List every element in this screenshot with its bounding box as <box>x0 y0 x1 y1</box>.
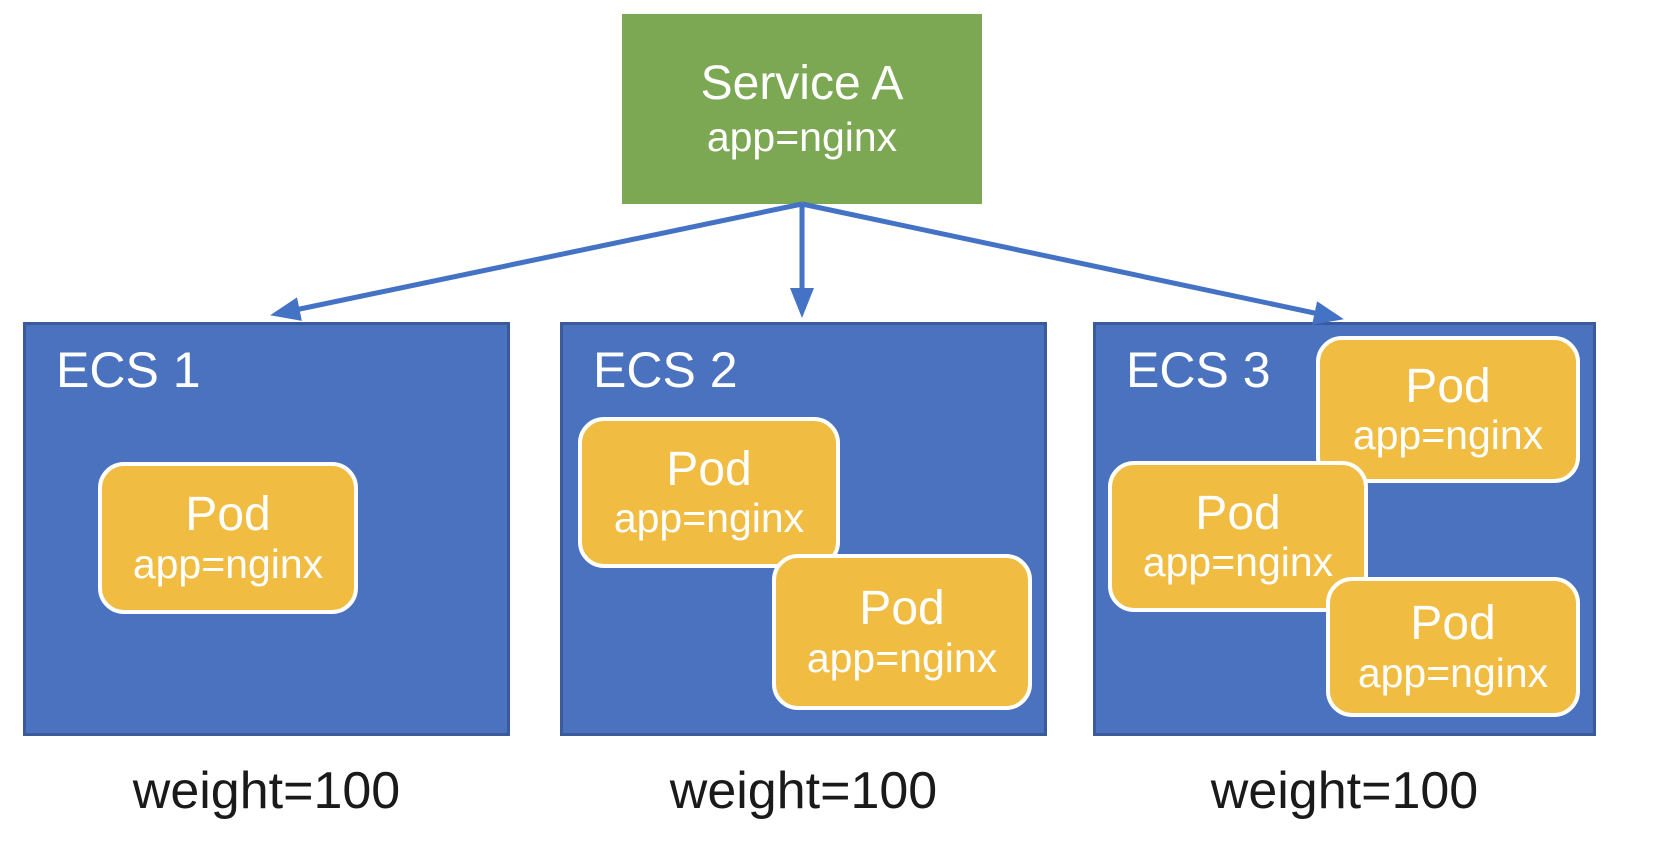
pod-label: app=nginx <box>1142 539 1334 586</box>
ecs1-box: ECS 1 Pod app=nginx <box>23 322 510 736</box>
pod-title: Pod <box>1405 359 1491 413</box>
arrow-service-to-ecs1 <box>270 201 803 321</box>
ecs2-weight-label: weight=100 <box>669 762 938 820</box>
ecs1-weight-label: weight=100 <box>132 762 401 820</box>
pod-label: app=nginx <box>132 540 324 587</box>
pod-title: Pod <box>185 488 271 542</box>
service-selector-label: app=nginx <box>706 113 898 160</box>
pod-title: Pod <box>859 582 945 636</box>
arrow-service-to-ecs3 <box>801 201 1344 325</box>
ecs3-box: ECS 3 Pod app=nginx Pod app=nginx Pod ap… <box>1093 322 1596 736</box>
ecs2-pod2: Pod app=nginx <box>772 554 1032 710</box>
pod-label: app=nginx <box>1352 412 1544 459</box>
pod-title: Pod <box>666 442 752 496</box>
ecs2-box: ECS 2 Pod app=nginx Pod app=nginx <box>560 322 1047 736</box>
ecs1-title: ECS 1 <box>56 342 201 398</box>
pod-label: app=nginx <box>806 634 998 681</box>
ecs3-title: ECS 3 <box>1126 342 1271 398</box>
service-a-box: Service A app=nginx <box>622 14 982 204</box>
service-title: Service A <box>700 57 904 111</box>
pod-title: Pod <box>1195 486 1281 540</box>
ecs3-pod3: Pod app=nginx <box>1326 577 1580 717</box>
pod-label: app=nginx <box>1357 649 1549 696</box>
pod-label: app=nginx <box>613 495 805 542</box>
ecs3-pod2: Pod app=nginx <box>1108 461 1368 612</box>
ecs3-pod1: Pod app=nginx <box>1316 336 1580 483</box>
ecs2-pod1: Pod app=nginx <box>578 417 840 568</box>
ecs3-weight-label: weight=100 <box>1210 762 1479 820</box>
ecs1-pod1: Pod app=nginx <box>98 462 358 614</box>
ecs2-title: ECS 2 <box>593 342 738 398</box>
pod-title: Pod <box>1410 597 1496 651</box>
